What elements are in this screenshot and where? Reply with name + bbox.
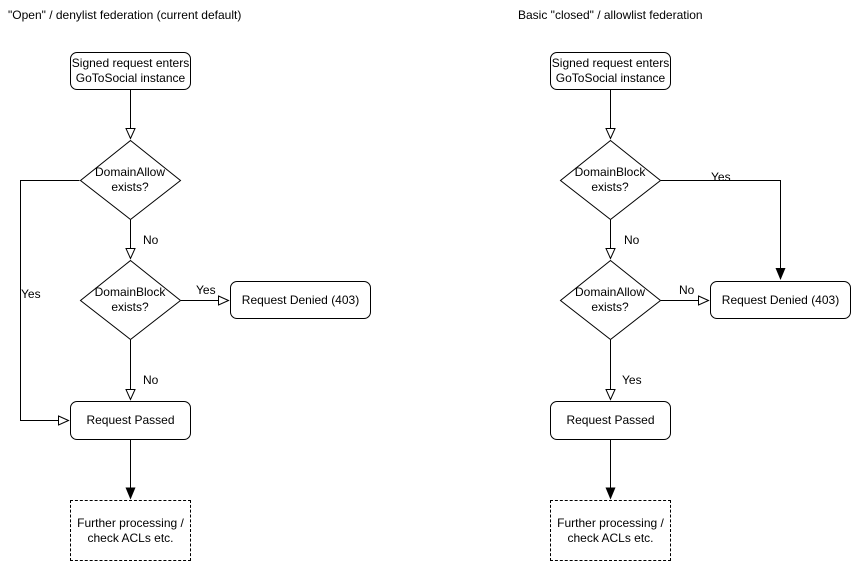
node-request-denied: Request Denied (403) [710, 281, 851, 319]
edge-label-yes: Yes [21, 287, 41, 301]
node-request-denied-label: Request Denied (403) [721, 292, 840, 307]
edges-and-diamonds-right [559, 90, 786, 500]
decision-diamond-domainallow [559, 259, 662, 341]
node-further-line1: Further processing / [77, 515, 184, 530]
node-start: Signed request enters GoToSocial instanc… [70, 52, 191, 90]
node-start-line1: Signed request enters [551, 56, 670, 70]
edge-label-no: No [624, 233, 640, 247]
chart-title: "Open" / denylist federation (current de… [8, 8, 242, 22]
edge-label-yes: Yes [622, 373, 642, 387]
edge-domainallow-yes-to-passed [20, 180, 80, 421]
edge-label-no: No [143, 373, 159, 387]
chart-open-denylist: "Open" / denylist federation (current de… [0, 0, 425, 561]
node-request-denied: Request Denied (403) [230, 281, 371, 319]
node-start-line1: Signed request enters [71, 56, 190, 70]
edge-label-no: No [679, 283, 695, 297]
node-request-passed-label: Request Passed [86, 413, 175, 427]
node-request-denied-label: Request Denied (403) [241, 292, 360, 307]
node-further-processing: Further processing / check ACLs etc. [70, 500, 191, 561]
edge-domainblock-yes-to-denied [661, 180, 786, 280]
edges-and-diamonds-left [20, 90, 425, 500]
node-request-passed-label: Request Passed [566, 413, 655, 427]
edge-label-yes: Yes [196, 283, 216, 297]
edge-label-no: No [143, 233, 159, 247]
node-further-line1: Further processing / [557, 515, 664, 530]
edge-label-yes: Yes [711, 170, 731, 184]
node-further-line2: check ACLs etc. [567, 530, 654, 545]
node-start-line2: GoToSocial instance [75, 71, 186, 85]
node-request-passed: Request Passed [550, 401, 671, 440]
decision-diamond-domainblock [79, 259, 182, 341]
decision-diamond-domainallow [79, 139, 182, 221]
chart-closed-allowlist: Basic "closed" / allowlist federation Si… [480, 0, 851, 561]
node-request-passed: Request Passed [70, 401, 191, 440]
node-start: Signed request enters GoToSocial instanc… [550, 52, 671, 90]
chart-title: Basic "closed" / allowlist federation [518, 8, 703, 22]
node-further-processing: Further processing / check ACLs etc. [550, 500, 671, 561]
decision-diamond-domainblock [559, 139, 662, 221]
node-further-line2: check ACLs etc. [87, 530, 174, 545]
node-start-line2: GoToSocial instance [555, 71, 666, 85]
